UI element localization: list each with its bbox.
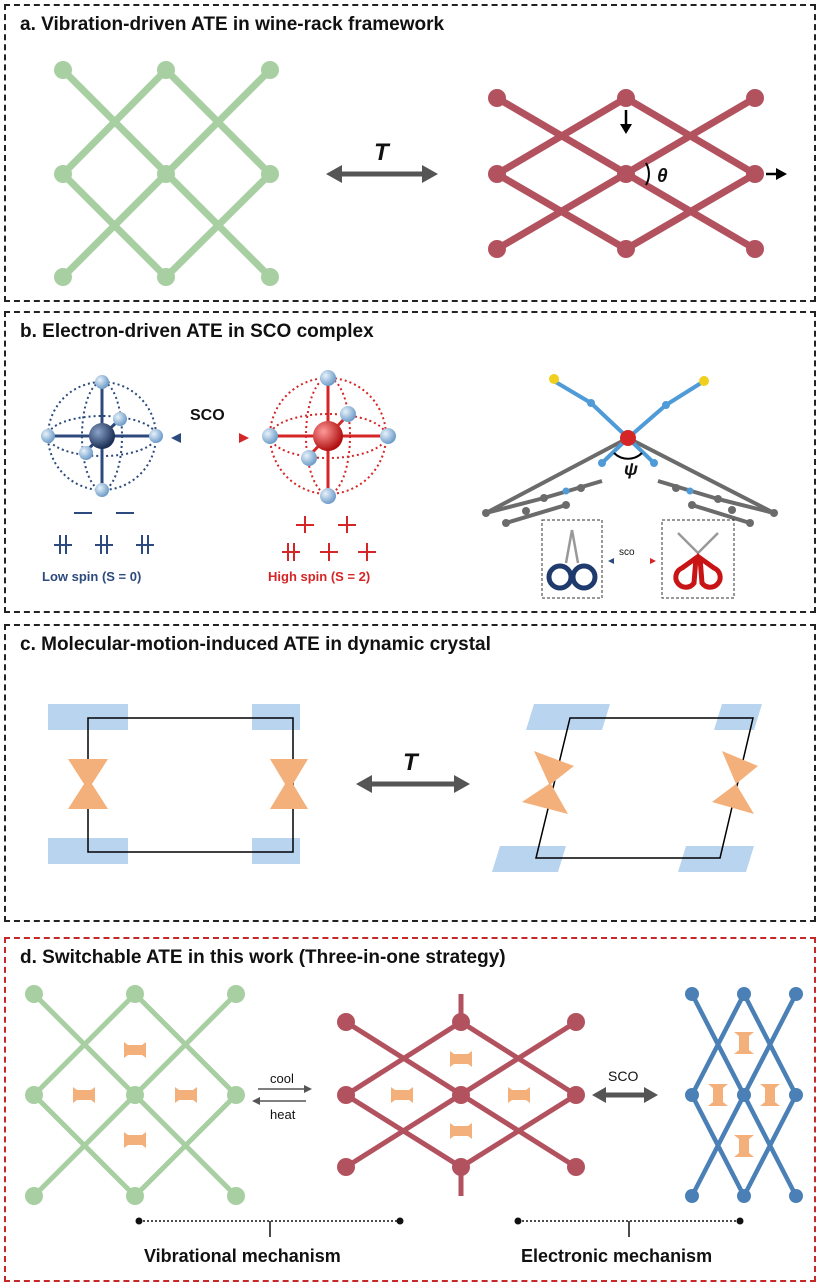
heat-arrowhead [252, 1097, 260, 1105]
panel-d-figure: cool heat SCO [25, 985, 803, 1266]
heat-label: heat [270, 1107, 296, 1122]
double-arrow-c [356, 775, 470, 793]
cool-arrowhead [304, 1085, 312, 1093]
maroon-guest-molecules [391, 1051, 530, 1139]
panel-a-figure: T θ [54, 61, 787, 286]
low-spin-label: Low spin (S = 0) [42, 569, 141, 584]
vibrational-mechanism-label: Vibrational mechanism [144, 1246, 341, 1266]
sco-label: SCO [190, 407, 225, 424]
sco-double-arrow-d [592, 1087, 658, 1103]
sheared-cell [492, 704, 762, 872]
green-guest-molecules [73, 1042, 197, 1148]
maroon-lattice-d-nodes [337, 1013, 585, 1176]
down-arrow-icon [620, 110, 632, 134]
molecular-structure [482, 374, 778, 527]
panel-c-figure: T [48, 704, 762, 872]
panel-a: a. Vibration-driven ATE in wine-rack fra… [4, 4, 816, 302]
panel-b: b. Electron-driven ATE in SCO complex [4, 311, 816, 613]
low-spin-diagram [54, 512, 154, 554]
angle-arc [645, 162, 650, 186]
panel-c: c. Molecular-motion-induced ATE in dynam… [4, 624, 816, 922]
temperature-label: T [374, 139, 391, 166]
electronic-mechanism-label: Electronic mechanism [521, 1246, 712, 1266]
electronic-bracket [514, 1217, 744, 1237]
right-arrow-icon [766, 168, 787, 180]
panel-d: d. Switchable ATE in this work (Three-in… [4, 937, 816, 1282]
cool-label: cool [270, 1071, 294, 1086]
maroon-lattice-nodes [488, 89, 764, 258]
theta-label: θ [657, 166, 668, 187]
cool-heat-arrows [258, 1088, 306, 1102]
panel-c-title: c. Molecular-motion-induced ATE in dynam… [20, 634, 491, 655]
high-spin-diagram [282, 516, 376, 561]
blue-lattice-d-nodes [685, 987, 803, 1203]
blue-scissors-icon [541, 519, 603, 599]
sco-label-d: SCO [608, 1068, 638, 1084]
high-spin-octahedron [262, 370, 396, 504]
panel-b-title: b. Electron-driven ATE in SCO complex [20, 321, 374, 342]
red-scissors-icon [661, 519, 735, 599]
panel-b-figure: SCO Low spin (S = 0) [41, 370, 778, 599]
rectangular-cell [48, 704, 308, 864]
green-lattice-nodes [54, 61, 279, 286]
panel-d-title: d. Switchable ATE in this work (Three-in… [20, 947, 506, 968]
double-arrow [326, 165, 438, 183]
green-lattice-d-nodes [25, 985, 245, 1205]
scissors-sco-label: sco [619, 547, 635, 558]
psi-label: ψ [624, 459, 638, 479]
panel-a-title: a. Vibration-driven ATE in wine-rack fra… [20, 14, 445, 35]
sco-arrow [171, 433, 249, 443]
sco-small-arrow [608, 558, 656, 564]
high-spin-label: High spin (S = 2) [268, 569, 370, 584]
temperature-label-c: T [403, 749, 420, 776]
vibrational-bracket [135, 1217, 404, 1237]
low-spin-octahedron [41, 375, 163, 497]
blue-guest-molecules [708, 1032, 780, 1157]
